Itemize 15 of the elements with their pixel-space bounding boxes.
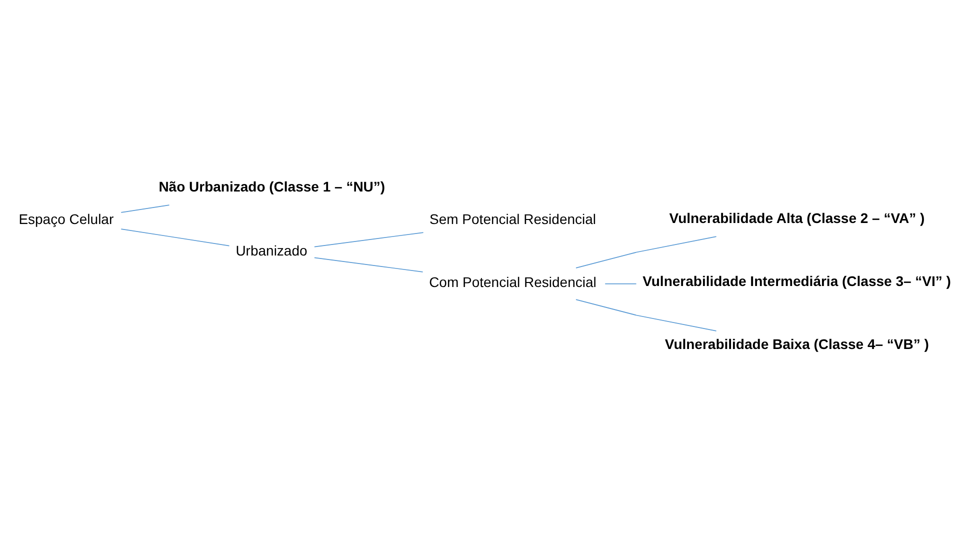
node-text: Vulnerabilidade Alta (Classe 2 – “VA” ) — [669, 210, 925, 226]
node-text: Sem Potencial Residencial — [430, 211, 596, 228]
connector — [314, 232, 424, 248]
node-text: Espaço Celular — [18, 211, 114, 228]
node-text: Urbanizado — [236, 242, 308, 259]
node-text: Não Urbanizado (Classe 1 – “NU”) — [158, 178, 386, 195]
node-text: Vulnerabilidade Baixa (Classe 4– “VB” ) — [664, 336, 929, 352]
node-text: Vulnerabilidade Intermediária (Classe 3– “VI” ) — [642, 273, 951, 290]
node-text: Com Potencial Residencial — [429, 274, 596, 290]
connector — [120, 228, 230, 246]
connector — [604, 283, 637, 284]
connector — [314, 257, 424, 272]
connector — [576, 236, 717, 268]
connector — [576, 299, 717, 332]
connector — [120, 204, 170, 213]
